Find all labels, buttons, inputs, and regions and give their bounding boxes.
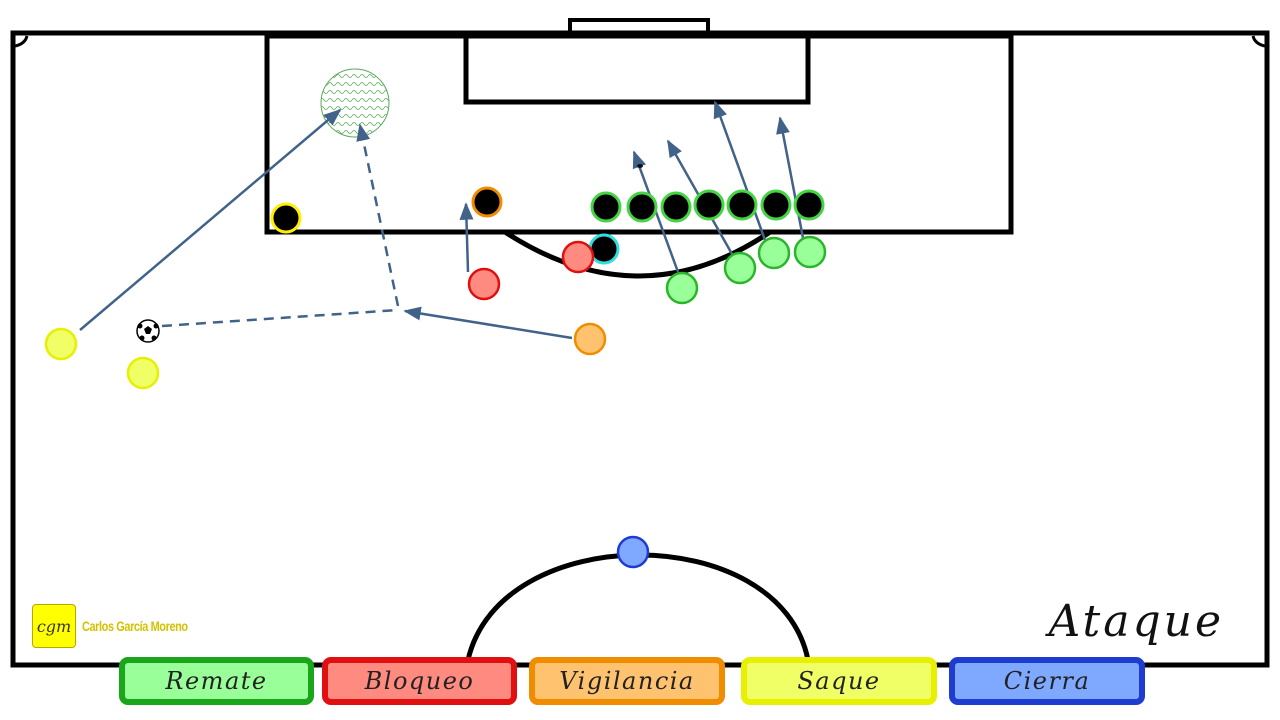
run-arrow-red xyxy=(459,202,474,273)
legend-label: Vigilancia xyxy=(559,667,695,695)
opponent-player xyxy=(693,189,725,221)
pitch-lines xyxy=(10,18,1270,668)
movement-arrows xyxy=(79,100,805,340)
corner-arc-right xyxy=(1251,35,1266,48)
opponent-player xyxy=(660,191,692,223)
player-cierra xyxy=(616,535,650,569)
legend-button-bloqueo[interactable]: Bloqueo xyxy=(322,657,517,705)
player-saque xyxy=(44,327,78,361)
opponent-player xyxy=(471,186,503,218)
run-arrow-green-4 xyxy=(776,116,805,239)
legend-button-remate[interactable]: Remate xyxy=(119,657,314,705)
pass-arrow-left xyxy=(161,308,399,328)
legend-button-saque[interactable]: Saque xyxy=(741,657,937,705)
corner-arc-left xyxy=(14,35,29,48)
brand-logo: cgm Carlos García Moreno xyxy=(32,604,218,648)
pass-arrow-up xyxy=(356,123,400,307)
opponent-player xyxy=(590,191,622,223)
legend-button-vigilancia[interactable]: Vigilancia xyxy=(529,657,725,705)
goal-area xyxy=(463,33,811,105)
player-remate xyxy=(665,271,699,305)
player-remate xyxy=(793,235,827,269)
player-vigilancia xyxy=(573,322,607,356)
cross-arrow xyxy=(79,108,342,331)
legend-label: Saque xyxy=(797,667,881,695)
opponent-player xyxy=(793,189,825,221)
opponent-player xyxy=(270,202,302,234)
opponent-player xyxy=(588,233,620,265)
opponent-player xyxy=(726,189,758,221)
run-arrow-orange xyxy=(403,306,573,340)
target-zone-icon xyxy=(320,68,390,138)
player-saque xyxy=(126,356,160,390)
player-bloqueo xyxy=(467,267,501,301)
brand-name: Carlos García Moreno xyxy=(82,618,188,634)
player-bloqueo xyxy=(561,240,595,274)
player-remate xyxy=(723,251,757,285)
opponent-player xyxy=(626,191,658,223)
role-legend: Remate Bloqueo Vigilancia Saque Cierra xyxy=(0,657,1280,713)
penalty-arc xyxy=(503,229,772,279)
pitch-boundary xyxy=(10,30,1270,668)
goal xyxy=(568,18,710,35)
soccer-ball-icon xyxy=(136,319,160,343)
run-arrow-green-3 xyxy=(713,100,767,241)
center-circle xyxy=(465,552,811,661)
opponent-player xyxy=(760,189,792,221)
small-marker xyxy=(637,164,643,168)
opponent-players xyxy=(270,186,825,265)
legend-label: Cierra xyxy=(1003,667,1091,695)
brand-initials: cgm xyxy=(32,604,76,648)
legend-label: Bloqueo xyxy=(364,667,475,695)
legend-button-cierra[interactable]: Cierra xyxy=(949,657,1145,705)
player-remate xyxy=(757,236,791,270)
legend-label: Remate xyxy=(165,667,268,695)
attacking-players xyxy=(44,235,827,569)
page-title: Ataque xyxy=(1048,596,1224,647)
